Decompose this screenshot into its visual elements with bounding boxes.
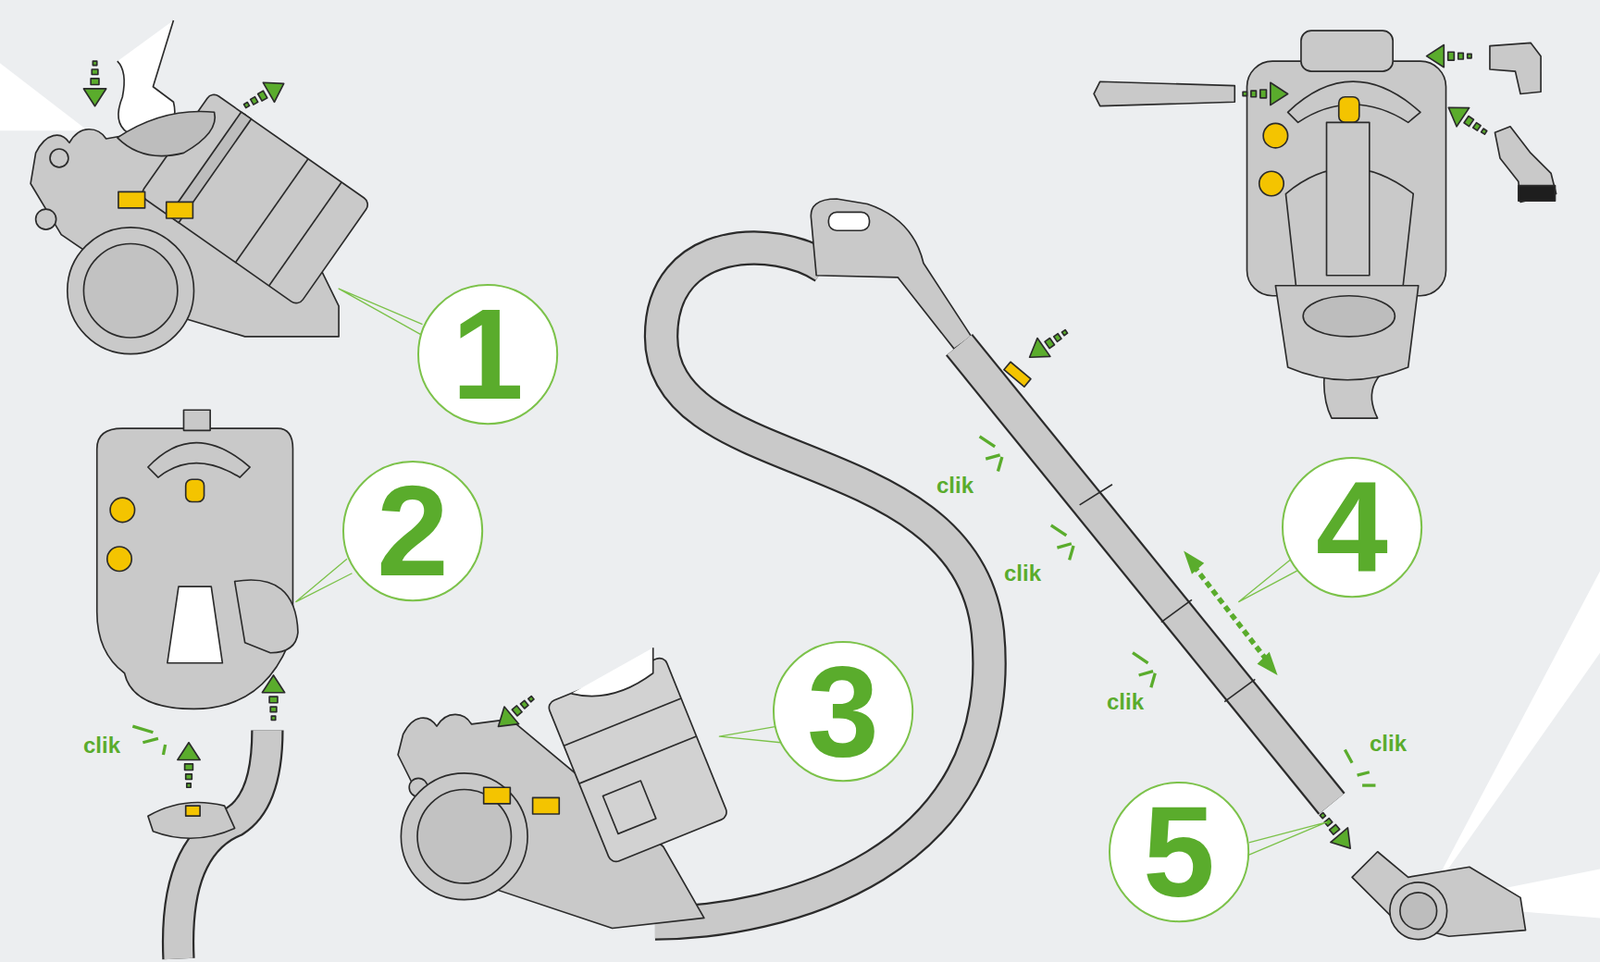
callout-number: 4	[1315, 462, 1389, 593]
click-sound-label: clik	[936, 474, 974, 497]
callout-circle: 1	[417, 284, 559, 425]
bin-refit-and-hose	[397, 198, 1526, 941]
click-sound-label: clik	[83, 734, 121, 757]
callout-circle: 5	[1108, 781, 1250, 923]
tool-storage	[1093, 30, 1557, 419]
callout-number: 5	[1142, 787, 1216, 918]
click-sound-label: clik	[1106, 691, 1144, 714]
hose-connection	[97, 409, 298, 959]
callout-circle: 3	[772, 641, 914, 782]
callout-circle: 4	[1281, 457, 1423, 598]
light-beam	[0, 62, 1600, 918]
vacuum-bin-removal	[30, 20, 372, 355]
click-sound-label: clik	[1369, 732, 1407, 756]
callout-circle: 2	[342, 460, 484, 602]
callout-number: 2	[376, 466, 449, 596]
callout-number: 1	[451, 289, 524, 420]
click-sound-label: clik	[1004, 562, 1042, 585]
callout-number: 3	[806, 646, 880, 777]
